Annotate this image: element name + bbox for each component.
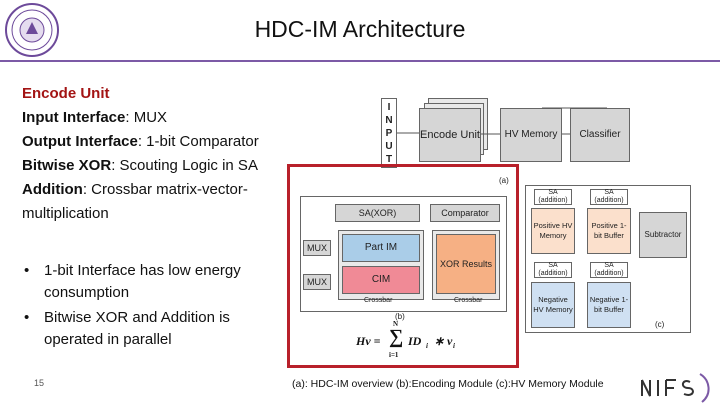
- crossbar-right-label: Crossbar: [454, 297, 483, 304]
- bitwise-xor-row: Bitwise XOR: Scouting Logic in SA: [22, 154, 258, 178]
- cim-box: CIM: [342, 266, 420, 294]
- row-label: Bitwise XOR: [22, 157, 112, 174]
- sa-addition-3: SA (addition): [534, 262, 572, 278]
- sa-addition-1: SA (addition): [534, 189, 572, 205]
- hv-formula: Hv = N ∑ i=1 ID i ∗ v i: [356, 320, 476, 362]
- bullet-item: • 1-bit Interface has low energy consumpt…: [22, 260, 282, 304]
- formula-times-v: ∗ v: [434, 334, 453, 348]
- row-label: Output Interface: [22, 133, 138, 150]
- bullet-dot-icon: •: [24, 262, 30, 279]
- negative-buffer: Negative 1-bit Buffer: [587, 282, 631, 328]
- bullet-dot-icon: •: [24, 309, 30, 326]
- part-im-box: Part IM: [342, 234, 420, 262]
- formula-subscript: i: [426, 342, 428, 350]
- university-seal-logo: [5, 3, 59, 57]
- sa-xor-box: SA(XOR): [335, 204, 420, 222]
- row-value: : MUX: [125, 109, 168, 126]
- page-title: HDC-IM Architecture: [254, 16, 466, 42]
- formula-upper-limit: N: [393, 320, 399, 328]
- encode-unit-box: Encode Unit: [419, 108, 481, 162]
- encode-unit-heading: Encode Unit: [22, 85, 110, 102]
- overview-connectors: [397, 107, 607, 135]
- formula-lower-limit: i=1: [389, 351, 399, 359]
- sa-addition-4: SA (addition): [590, 262, 628, 278]
- title-divider: [0, 60, 720, 62]
- addition-row-continuation: multiplication: [22, 205, 109, 222]
- input-letter: U: [385, 140, 393, 152]
- nifs-logo: [641, 373, 710, 403]
- bullet-item: • Bitwise XOR and Addition is operated in…: [22, 307, 282, 351]
- row-value: : Crossbar matrix-vector-: [82, 181, 248, 198]
- row-label: Input Interface: [22, 109, 126, 126]
- mux-bottom-box: MUX: [303, 274, 331, 290]
- input-interface-row: Input Interface: MUX: [22, 106, 167, 130]
- subtractor-box: Subtractor: [639, 212, 687, 258]
- input-letter: P: [385, 127, 393, 139]
- mux-top-box: MUX: [303, 240, 331, 256]
- input-letter: I: [387, 101, 391, 113]
- label-a: (a): [499, 176, 509, 185]
- sa-addition-2: SA (addition): [590, 189, 628, 205]
- input-column: I N P U T: [381, 98, 397, 168]
- row-value: : Scouting Logic in SA: [111, 157, 258, 174]
- xor-results-box: XOR Results: [436, 234, 496, 294]
- input-letter: N: [385, 114, 393, 126]
- figure-caption: (a): HDC-IM overview (b):Encoding Module…: [292, 378, 604, 390]
- page-number: 15: [34, 378, 45, 388]
- label-c: (c): [655, 320, 665, 329]
- row-label: Addition: [22, 181, 83, 198]
- encoding-module-highlight: [287, 164, 519, 368]
- output-interface-row: Output Interface: 1-bit Comparator: [22, 130, 259, 154]
- crossbar-left-label: Crossbar: [364, 297, 393, 304]
- formula-subscript: i: [453, 342, 455, 350]
- formula-lhs: Hv =: [356, 334, 381, 348]
- classifier-box: Classifier: [570, 108, 630, 162]
- input-letter: T: [385, 153, 393, 165]
- formula-id: ID: [408, 334, 422, 348]
- negative-hv-memory: Negative HV Memory: [531, 282, 575, 328]
- row-value: : 1-bit Comparator: [137, 133, 259, 150]
- formula-sum-symbol: ∑: [389, 326, 404, 348]
- bullet-list: • 1-bit Interface has low energy consumpt…: [22, 260, 282, 354]
- label-b: (b): [395, 312, 405, 321]
- hv-memory-box: HV Memory: [500, 108, 562, 162]
- positive-hv-memory: Positive HV Memory: [531, 208, 575, 254]
- bullet-text: 1-bit Interface has low energy consumpti…: [44, 262, 241, 301]
- addition-row: Addition: Crossbar matrix-vector-: [22, 178, 248, 202]
- comparator-box: Comparator: [430, 204, 500, 222]
- positive-buffer: Positive 1-bit Buffer: [587, 208, 631, 254]
- bullet-text: Bitwise XOR and Addition is operated in …: [44, 309, 230, 348]
